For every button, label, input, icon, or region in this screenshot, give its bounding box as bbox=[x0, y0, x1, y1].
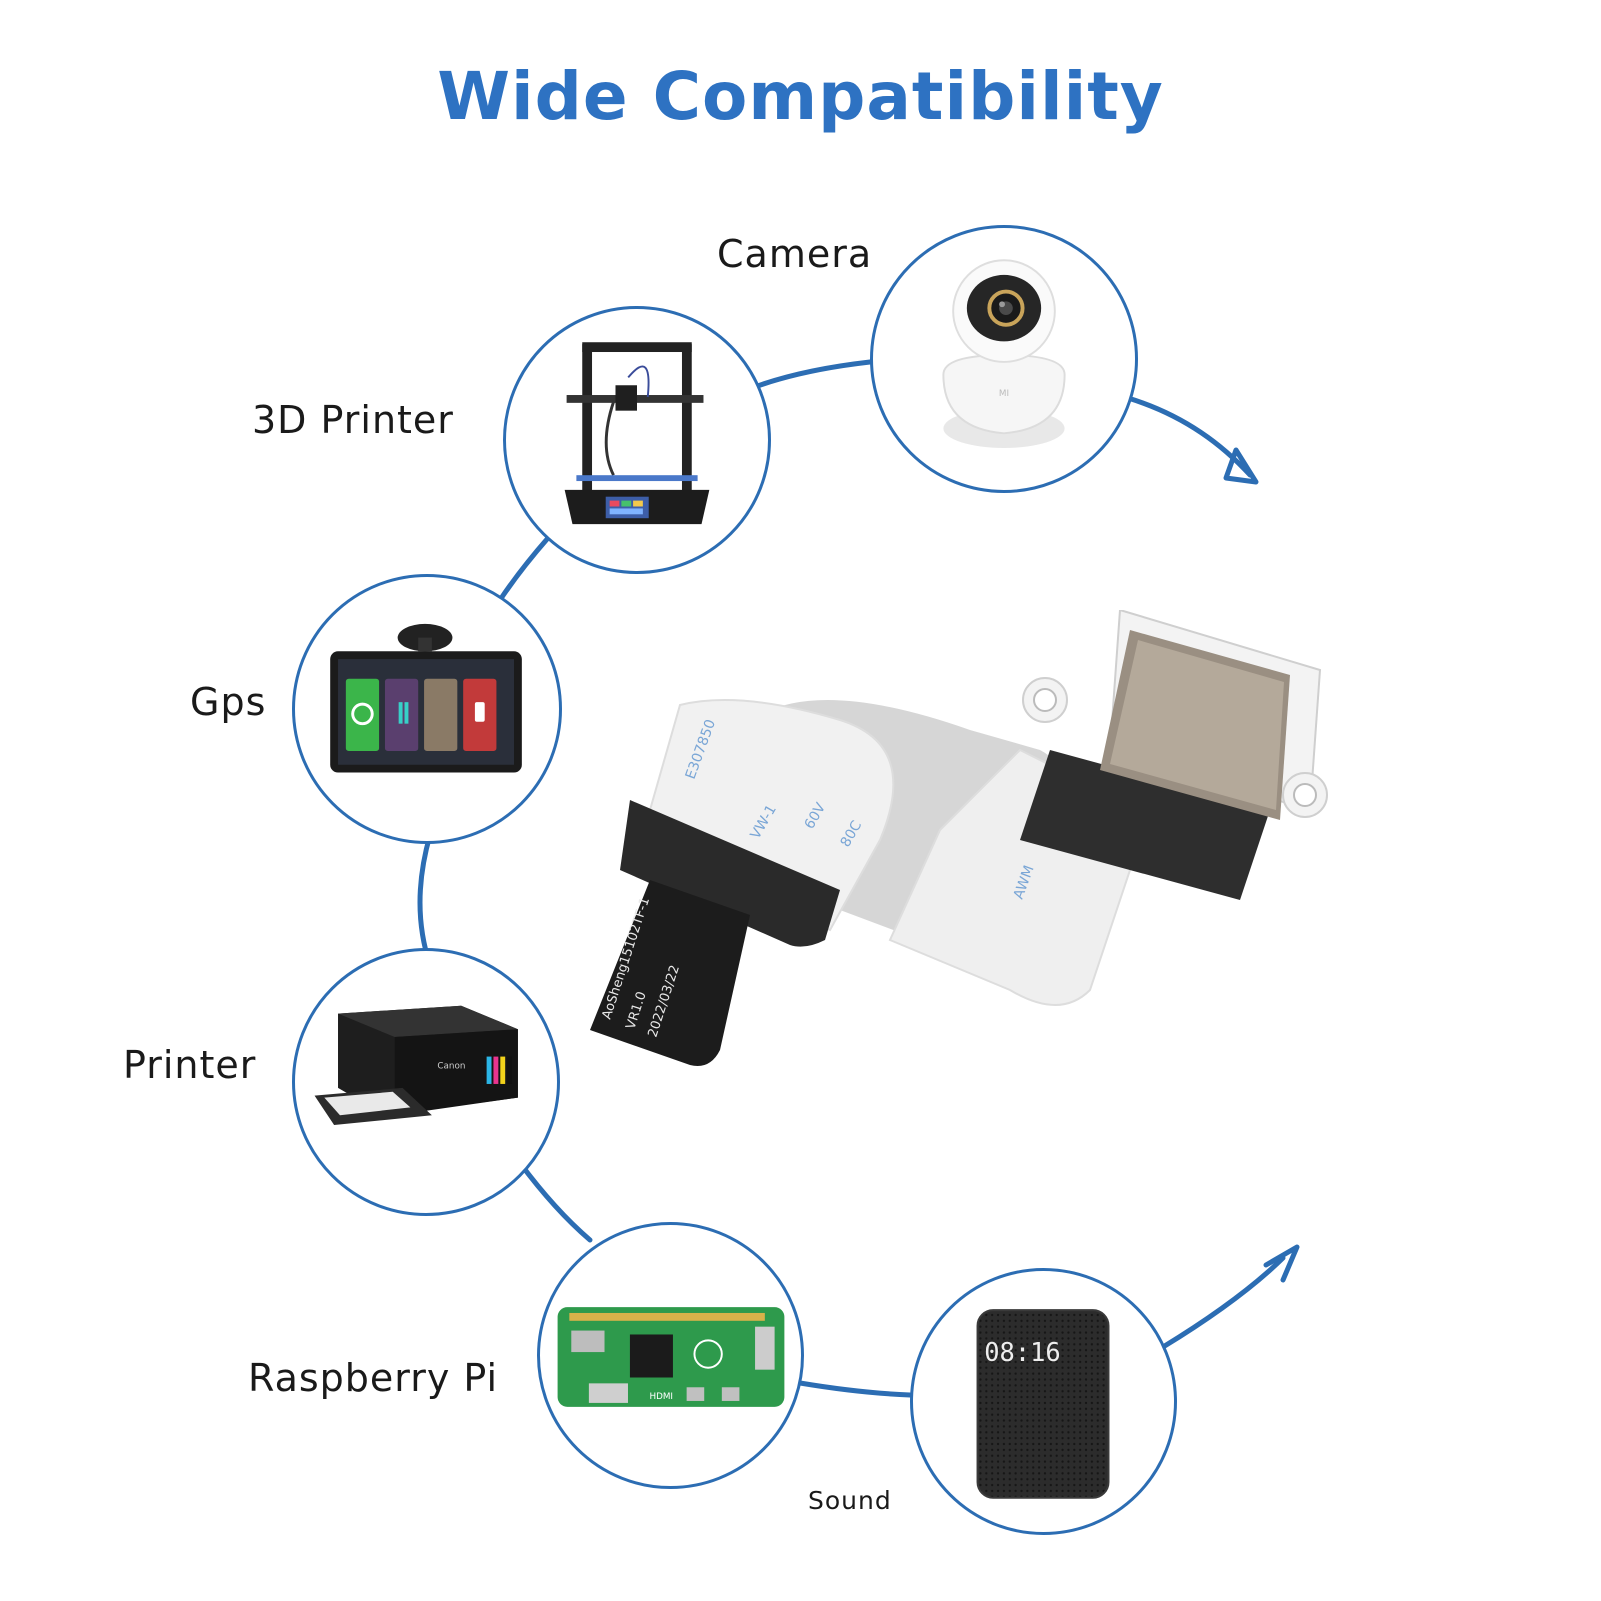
inkjet-printer-icon: Canon bbox=[314, 1005, 518, 1126]
device-node-camera: MI bbox=[870, 225, 1138, 493]
device-node-printer: Canon bbox=[292, 948, 560, 1216]
connector-sound-arrow bbox=[1160, 1255, 1286, 1350]
raspberry-pi-board-icon: HDMI bbox=[557, 1307, 785, 1407]
smart-speaker-icon: 08:16 bbox=[976, 1309, 1110, 1499]
gps-navigator-icon bbox=[330, 623, 522, 773]
speaker-clock-display: 08:16 bbox=[984, 1337, 1060, 1367]
device-label-gps: Gps bbox=[190, 680, 267, 724]
connector-camera-arrow bbox=[1125, 395, 1253, 478]
micro-sd-extension-cable-icon: E307850 VW-1 60V 80C AWM AoSheng15102TF-… bbox=[590, 610, 1328, 1066]
board-connector-text: HDMI bbox=[649, 1392, 673, 1402]
arrowhead-bottom-right-icon bbox=[1263, 1244, 1300, 1283]
device-label-camera: Camera bbox=[717, 232, 873, 276]
device-node-sound: 08:16 bbox=[910, 1268, 1177, 1535]
page-title: Wide Compatibility bbox=[437, 58, 1164, 135]
connector-gps-printer bbox=[417, 832, 433, 968]
connector-3dprinter-camera bbox=[749, 359, 873, 391]
device-label-raspberry-pi: Raspberry Pi bbox=[248, 1356, 499, 1400]
device-label-3d-printer: 3D Printer bbox=[252, 398, 454, 442]
device-node-gps bbox=[292, 574, 562, 844]
security-camera-icon: MI bbox=[942, 259, 1066, 448]
printer-brand-text: Canon bbox=[437, 1061, 465, 1071]
camera-brand-text: MI bbox=[999, 389, 1009, 399]
connector-raspberrypi-sound bbox=[797, 1380, 913, 1398]
3d-printer-icon bbox=[564, 342, 710, 525]
arrowhead-top-right-icon bbox=[1223, 447, 1259, 485]
device-label-printer: Printer bbox=[123, 1043, 257, 1087]
connector-printer-raspberrypi bbox=[517, 1160, 593, 1243]
device-node-3d-printer bbox=[503, 306, 771, 574]
connector-3dprinter-gps bbox=[497, 535, 551, 603]
device-label-sound: Sound bbox=[808, 1486, 892, 1515]
device-node-raspberry-pi: HDMI bbox=[537, 1222, 804, 1489]
